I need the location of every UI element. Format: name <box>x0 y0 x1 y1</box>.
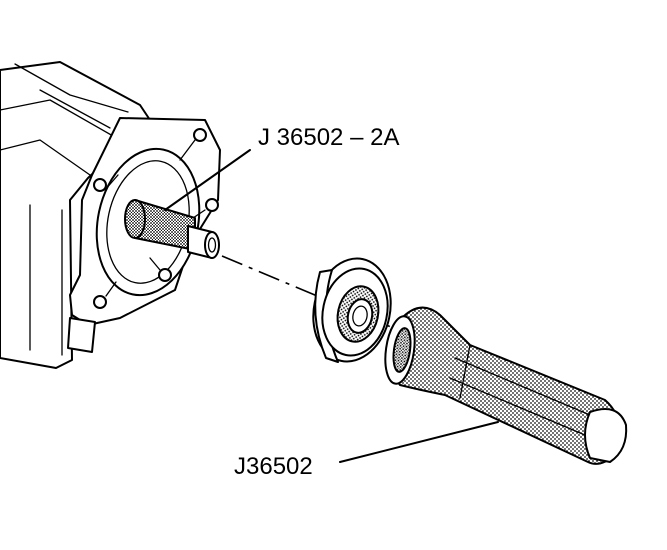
handle-tool-label: J 36502 – 2A <box>258 124 400 151</box>
leader-line-handle <box>164 149 251 211</box>
installer-handle-tool <box>124 199 220 259</box>
seal-driver-tool <box>384 306 628 465</box>
leader-line-driver <box>339 421 499 463</box>
oil-seal <box>312 257 392 363</box>
driver-tool-label: J36502 <box>234 453 313 480</box>
